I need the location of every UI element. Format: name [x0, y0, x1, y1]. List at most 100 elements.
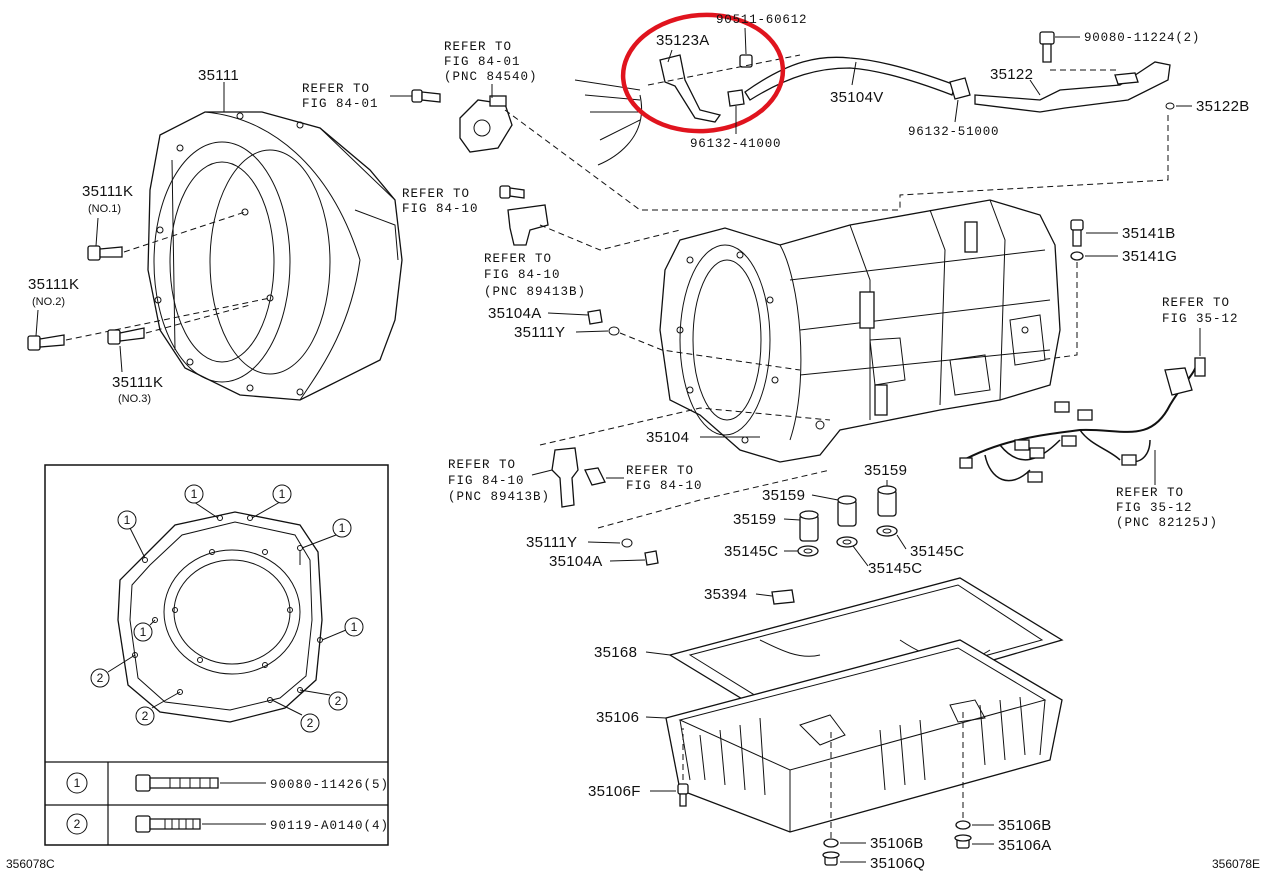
- refer-r7-line3: (PNC 89413B): [448, 490, 550, 504]
- label-35145C-right: 35145C: [910, 543, 964, 560]
- label-90080-11224: 90080-11224(2): [1084, 31, 1200, 45]
- refer-r6-line2: FIG 35-12: [1116, 501, 1193, 515]
- drain-plug-left: [822, 838, 840, 866]
- magnet-35394: [771, 589, 795, 605]
- label-35111K-no1: 35111K: [82, 183, 133, 200]
- label-35159-top: 35159: [864, 462, 907, 479]
- label-35168: 35168: [594, 644, 637, 661]
- inset-marker-2b: 2: [135, 691, 181, 726]
- label-96132-51000: 96132-51000: [908, 125, 999, 139]
- label-35122: 35122: [990, 66, 1033, 83]
- label-35111Y-upper: 35111Y: [514, 324, 565, 341]
- label-no3: (NO.3): [118, 393, 151, 405]
- svg-text:1: 1: [74, 776, 81, 790]
- inset-panel: 1 1 1 1 1 1 2 2 2 2 1 90080-11426(5) 2 9…: [44, 464, 389, 846]
- refer-r4-line3: (PNC 89413B): [484, 285, 586, 299]
- transmission-case-35104: [659, 199, 1061, 463]
- legend-row-2: 2 90119-A0140(4): [66, 813, 389, 835]
- label-35106A: 35106A: [998, 837, 1052, 854]
- legend-part-2: 90119-A0140(4): [270, 819, 389, 833]
- label-35106F: 35106F: [588, 783, 641, 800]
- strainer-parts: [797, 485, 898, 557]
- refer-r5-line2: FIG 35-12: [1162, 312, 1239, 326]
- svg-text:2: 2: [142, 709, 149, 723]
- refer-r8-line2: FIG 84-10: [626, 479, 703, 493]
- label-35111Y-lower: 35111Y: [526, 534, 577, 551]
- bolt-35111K-no3: [107, 304, 251, 345]
- figure-code-right: 356078E: [1212, 857, 1260, 871]
- label-35122B: 35122B: [1196, 98, 1250, 115]
- label-35104V: 35104V: [830, 89, 884, 106]
- label-96132-41000: 96132-41000: [690, 137, 781, 151]
- wire-harness: [959, 357, 1206, 483]
- washer-35141G: [1070, 251, 1084, 261]
- speed-sensor-lower: [551, 447, 606, 508]
- bell-housing-35111: [147, 111, 403, 401]
- svg-text:2: 2: [97, 671, 104, 685]
- svg-text:1: 1: [339, 521, 346, 535]
- label-35111K-no3: 35111K: [112, 374, 163, 391]
- inset-marker-2c: 2: [271, 699, 320, 733]
- inset-marker-2d: 2: [299, 689, 348, 711]
- refer-r2-line3: (PNC 84540): [444, 70, 538, 84]
- plug-35104A-upper: [587, 309, 603, 325]
- refer-r6-line1: REFER TO: [1116, 486, 1184, 500]
- speed-sensor-upper: [507, 204, 549, 246]
- label-35159-mid: 35159: [762, 487, 805, 504]
- figure-code-left: 356078C: [6, 857, 55, 871]
- label-35106Q: 35106Q: [870, 855, 925, 872]
- refer-r1-line2: FIG 84-01: [302, 97, 379, 111]
- label-35104A-lower: 35104A: [549, 553, 603, 570]
- label-35159-low: 35159: [733, 511, 776, 528]
- inset-marker-2a: 2: [90, 654, 136, 688]
- label-35104A-upper: 35104A: [488, 305, 542, 322]
- label-no2: (NO.2): [32, 296, 65, 308]
- cooler-pipe-35122: [949, 31, 1171, 113]
- oring-35111Y-upper: [608, 326, 620, 336]
- oring-35111Y-lower: [621, 538, 633, 548]
- refer-r4-line2: FIG 84-10: [484, 268, 561, 282]
- inset-marker-1c: 1: [117, 510, 146, 559]
- svg-text:2: 2: [307, 716, 314, 730]
- oil-cooler-area: [574, 54, 956, 166]
- refer-r8-line1: REFER TO: [626, 464, 694, 478]
- bolt-35111K-no2: [27, 297, 271, 351]
- label-35141B: 35141B: [1122, 225, 1176, 242]
- refer-r6-line3: (PNC 82125J): [1116, 516, 1218, 530]
- refer-r3-line1: REFER TO: [402, 187, 470, 201]
- label-35106B-left: 35106B: [870, 835, 924, 852]
- bolt-35111K-no1: [87, 211, 246, 261]
- label-35111K-no2: 35111K: [28, 276, 79, 293]
- legend-part-1: 90080-11426(5): [270, 778, 389, 792]
- refer-r2-line1: REFER TO: [444, 40, 512, 54]
- svg-text:1: 1: [191, 487, 198, 501]
- label-35104: 35104: [646, 429, 689, 446]
- label-90511-60612: 90511-60612: [716, 13, 807, 27]
- svg-text:1: 1: [140, 625, 147, 639]
- highlight-circle: [620, 12, 786, 134]
- legend-row-1: 1 90080-11426(5): [66, 772, 389, 794]
- label-35106: 35106: [596, 709, 639, 726]
- drain-plug-right: [954, 820, 972, 849]
- bolt-35106F: [677, 783, 689, 807]
- refer-r5-line1: REFER TO: [1162, 296, 1230, 310]
- svg-text:1: 1: [124, 513, 131, 527]
- refer-r2-line2: FIG 84-01: [444, 55, 521, 69]
- label-35141G: 35141G: [1122, 248, 1177, 265]
- plug-35104A-lower: [644, 550, 659, 566]
- label-no1: (NO.1): [88, 203, 121, 215]
- svg-text:1: 1: [351, 620, 358, 634]
- refer-r4-line1: REFER TO: [484, 252, 552, 266]
- refer-r1-line1: REFER TO: [302, 82, 370, 96]
- refer-r3-line2: FIG 84-10: [402, 202, 479, 216]
- refer-r7-line2: FIG 84-10: [448, 474, 525, 488]
- inset-marker-1a: 1: [184, 484, 219, 519]
- label-35394: 35394: [704, 586, 747, 603]
- label-35106B-right: 35106B: [998, 817, 1052, 834]
- bolt-ref-84-10: [499, 185, 525, 199]
- label-35111: 35111: [198, 67, 239, 84]
- label-35145C-low: 35145C: [868, 560, 922, 577]
- bolt-ref-84-01: [411, 89, 441, 103]
- inset-marker-1f: 1: [133, 619, 156, 642]
